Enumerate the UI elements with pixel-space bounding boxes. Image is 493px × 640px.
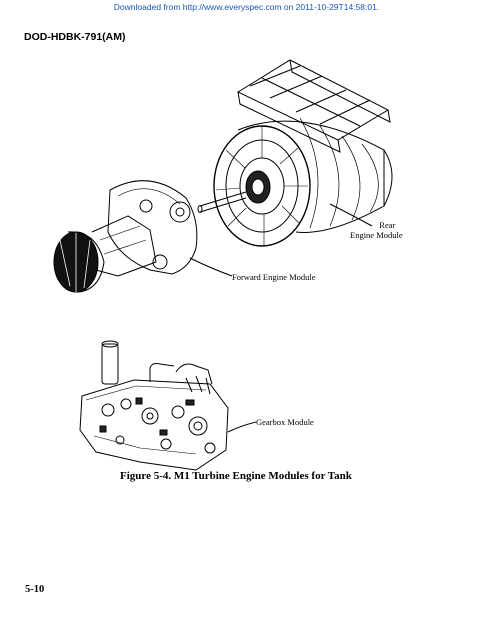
rear-engine-module-label: Rear Engine Module [350,220,403,240]
rear-engine-module-drawing [197,59,393,247]
rear-engine-module-label-line1: Rear [379,220,396,230]
page-number: 5-10 [25,584,45,595]
rear-engine-module-label-line2: Engine Module [350,230,403,240]
download-source-link[interactable]: Downloaded from http://www.everyspec.com… [113,2,380,12]
forward-engine-module-drawing [53,180,233,293]
gearbox-module-label: Gearbox Module [256,417,314,427]
forward-engine-module-label: Forward Engine Module [232,272,316,282]
document-id: DOD-HDBK-791(AM) [24,31,126,43]
figure-caption: Figure 5-4. M1 Turbine Engine Modules fo… [120,470,352,482]
gearbox-module-drawing [79,340,257,471]
